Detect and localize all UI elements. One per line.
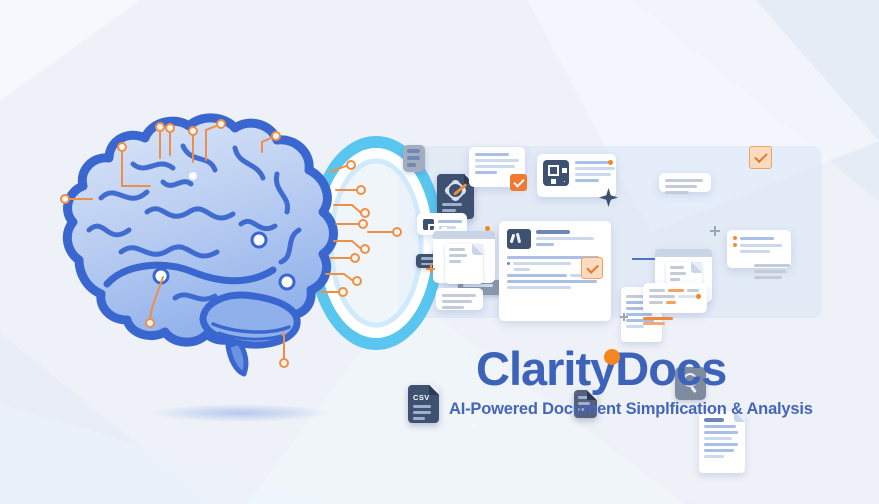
bullet-dot xyxy=(733,236,737,240)
plus-icon xyxy=(426,264,435,273)
brain-cortex xyxy=(62,113,338,347)
brain-nodes xyxy=(152,172,296,291)
folded-corner xyxy=(734,411,745,422)
accent-dot xyxy=(696,294,701,299)
checkmark-icon xyxy=(749,146,772,169)
csv-document-icon: CSV xyxy=(408,385,439,423)
accent-underline xyxy=(643,317,673,320)
qr-icon xyxy=(543,160,569,186)
document-icon xyxy=(445,244,483,284)
analysis-card xyxy=(499,221,611,321)
gear-icon xyxy=(447,182,464,199)
ai-badge-icon xyxy=(507,229,531,249)
checkmark-icon xyxy=(581,257,603,279)
brain-temporal-fold xyxy=(103,261,277,288)
brain-illustration xyxy=(62,113,338,377)
plus-icon xyxy=(620,313,628,321)
browser-titlebar xyxy=(433,231,495,239)
grid-icon xyxy=(423,219,439,235)
mini-document-icon xyxy=(574,390,597,418)
circuit-nodes xyxy=(60,119,402,368)
brand-wordmark: ClarityDocs xyxy=(476,342,727,395)
brand-tagline: AI-Powered Document Simplfication & Anal… xyxy=(449,400,813,418)
summary-card xyxy=(469,147,527,191)
cerebellum-line xyxy=(217,331,283,341)
plus-icon xyxy=(710,226,720,236)
document-icon xyxy=(699,411,745,473)
brain-stem xyxy=(225,339,249,377)
checklist-card xyxy=(727,230,791,268)
bullet-dot xyxy=(733,243,737,247)
text-lines xyxy=(754,264,792,280)
accent-dot xyxy=(485,226,490,231)
folded-corner xyxy=(587,390,597,400)
brand-accent-dot xyxy=(604,349,620,365)
accent-underline xyxy=(643,322,665,325)
text-snippet-card xyxy=(659,173,711,194)
accent-dot xyxy=(608,160,613,165)
magnifier-icon xyxy=(675,367,706,400)
text-snippet-card xyxy=(436,288,483,310)
brain-shadow xyxy=(148,404,333,422)
mini-document-icon xyxy=(403,145,425,172)
browser-window-icon xyxy=(433,231,495,284)
csv-label: CSV xyxy=(413,393,430,402)
folded-corner xyxy=(429,385,439,395)
mini-list-card xyxy=(417,213,467,235)
scan-card xyxy=(537,154,616,197)
cerebellum-line xyxy=(211,322,291,334)
brain-gyri xyxy=(86,143,302,302)
folded-corner xyxy=(690,262,702,273)
bullet-dot xyxy=(507,262,510,265)
checkmark-icon xyxy=(510,174,527,191)
browser-titlebar xyxy=(655,249,712,257)
folded-corner xyxy=(472,244,483,255)
